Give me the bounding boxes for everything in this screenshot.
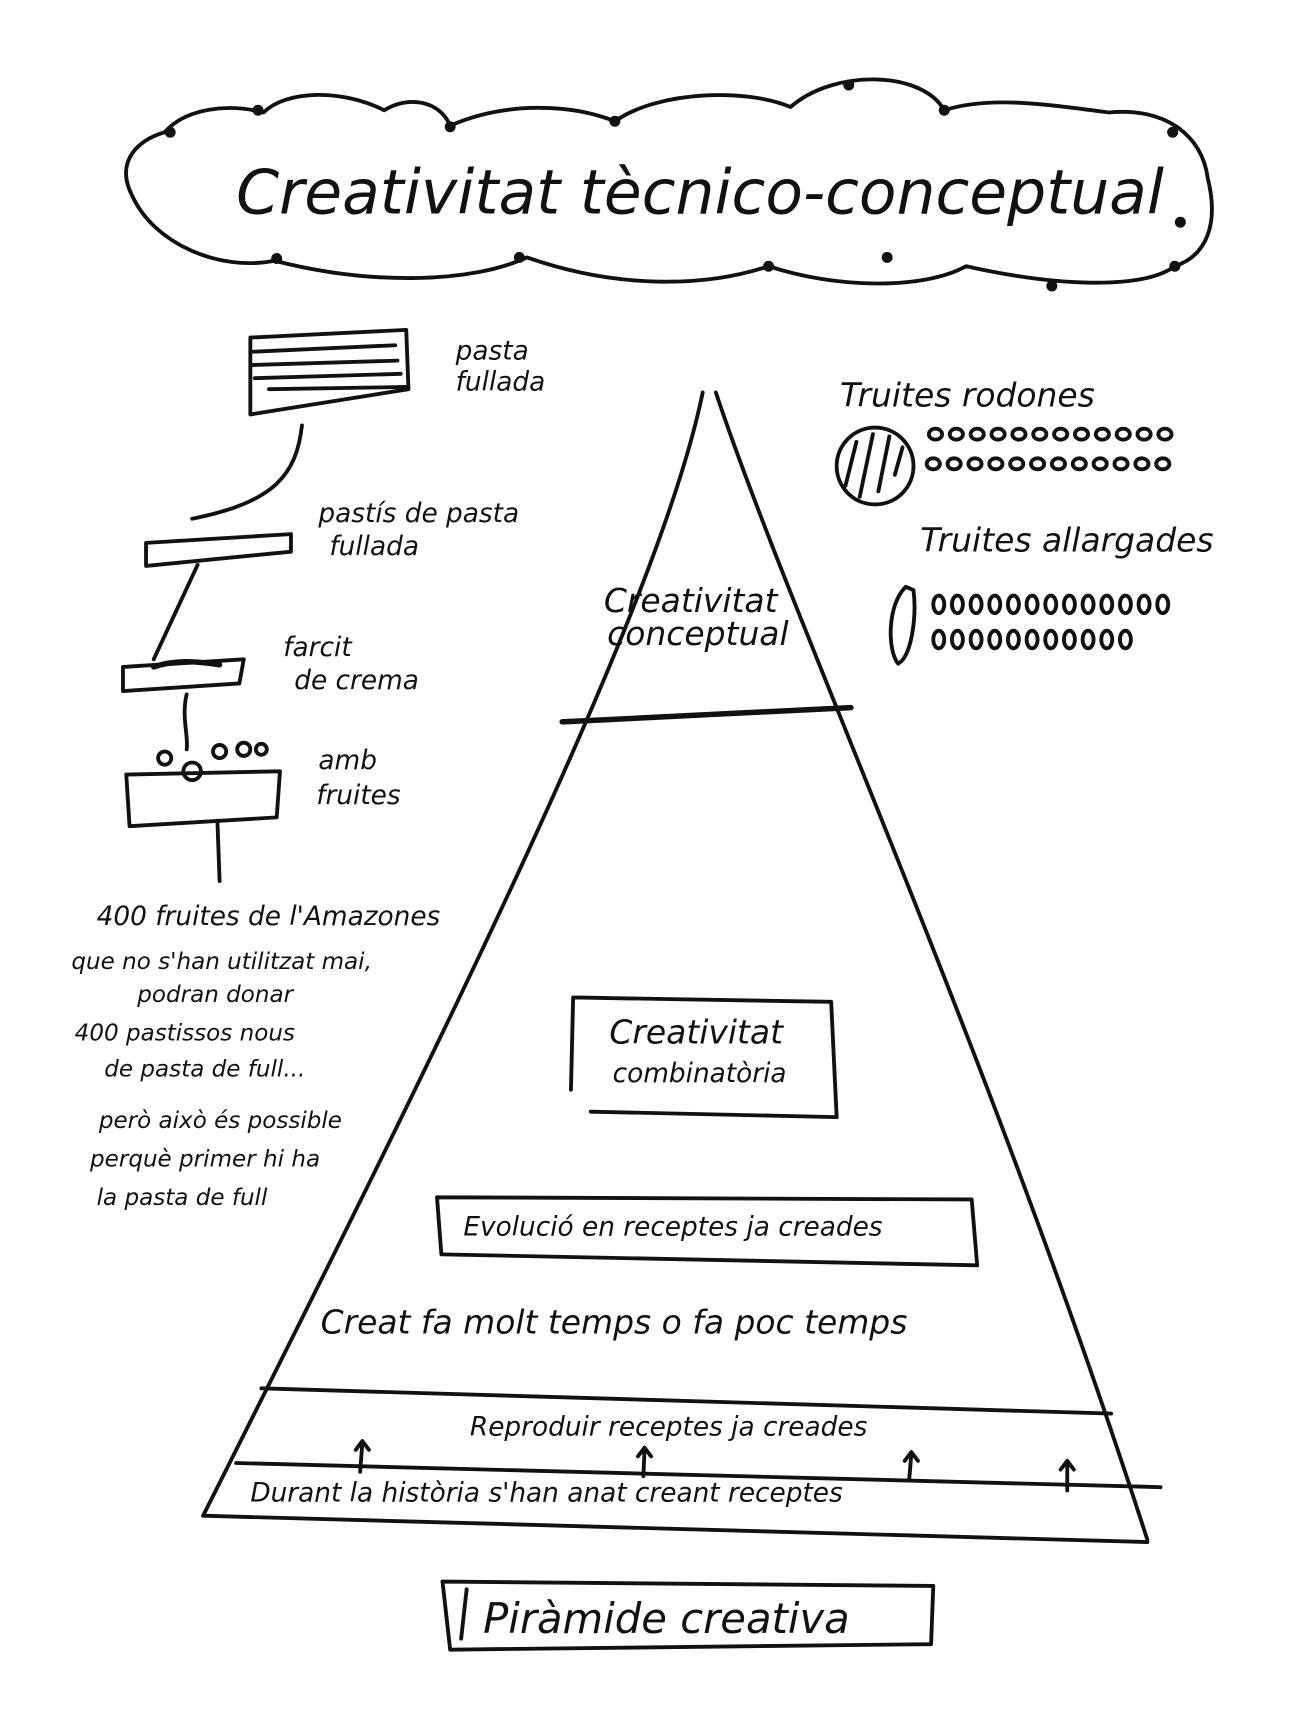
title-cloud: Creativitat tècnico-conceptual — [124, 77, 1214, 292]
note-line: però això és possible — [98, 1108, 342, 1134]
label-truites-allargades: Truites allargades — [920, 521, 1213, 560]
level-evolucio: Evolució en receptes ja creades — [463, 1213, 882, 1243]
caption-box: Piràmide creativa — [440, 1579, 936, 1652]
note-line: la pasta de full — [97, 1185, 268, 1211]
fruit-dot — [1080, 628, 1096, 651]
label-crema: de crema — [294, 666, 419, 696]
note-line: 400 pastissos nous — [75, 1020, 295, 1046]
fruit-dot — [1072, 426, 1091, 442]
fruit-dot — [924, 456, 942, 472]
fruit-dot — [1010, 426, 1028, 442]
fruit-dot — [1112, 456, 1130, 472]
page-title: Creativitat tècnico-conceptual — [236, 158, 1164, 229]
fruit-dot — [968, 426, 986, 442]
pyramid: Creativitat conceptual Creativitat combi… — [201, 390, 1163, 1544]
fruit-dot — [968, 628, 984, 651]
fruit-dot — [1099, 593, 1115, 616]
note-line: podran donar — [136, 982, 294, 1008]
left-chain: pasta fullada pastís de pasta fullada fa… — [121, 327, 546, 883]
fruit-dot — [1043, 628, 1059, 651]
note-line: de pasta de full... — [104, 1057, 305, 1083]
label-farcit: farcit — [283, 633, 353, 663]
fruit-dot — [945, 456, 963, 472]
fruit-dot — [1099, 628, 1115, 651]
fruit-dot — [1156, 426, 1174, 442]
fruit-dot — [950, 628, 965, 651]
label-fruites: fruites — [316, 781, 401, 811]
fruit-dot — [1133, 456, 1151, 472]
level-combinatoria-2: combinatòria — [613, 1059, 787, 1089]
long-fruit-dots — [931, 593, 1171, 651]
label-pasta: pasta — [455, 337, 529, 367]
fruit-dot — [1080, 593, 1096, 616]
fruit-dot — [1118, 628, 1133, 651]
note-line: que no s'han utilitzat mai, — [71, 949, 372, 975]
truites-section: Truites rodones Truites allargades — [834, 376, 1214, 666]
fruit-dot — [987, 456, 1005, 472]
fruit-dot — [1031, 426, 1049, 442]
fruit-dot — [1135, 426, 1153, 442]
level-reproduir: Reproduir receptes ja creades — [470, 1413, 868, 1443]
level-conceptual-1: Creativitat — [604, 581, 779, 620]
fruit-dot — [1043, 593, 1059, 616]
fruit-dot — [987, 593, 1003, 616]
fruit-dot — [931, 593, 947, 616]
fruit-dot — [1024, 593, 1040, 616]
caption: Piràmide creativa — [483, 1594, 850, 1643]
fruit-dot — [989, 426, 1007, 442]
fruit-dot — [1006, 628, 1021, 651]
label-truites-rodones: Truites rodones — [840, 376, 1095, 415]
fruit-dot — [1062, 628, 1077, 651]
fruit-dot — [1136, 593, 1152, 616]
fruit-dot — [931, 628, 947, 651]
fruit-dot — [1029, 456, 1047, 472]
up-arrows — [353, 1439, 1076, 1493]
level-base: Durant la història s'han anat creant rec… — [250, 1478, 843, 1508]
fruit-dot — [1091, 456, 1109, 472]
level-conceptual-2: conceptual — [607, 614, 788, 653]
fruit-dot — [1155, 593, 1171, 616]
label-fullada: fullada — [456, 367, 546, 397]
fruit-dot — [1070, 456, 1088, 472]
level-combinatoria-1: Creativitat — [609, 1013, 784, 1052]
label-fullada-2: fullada — [329, 532, 419, 562]
note-line: perquè primer hi ha — [89, 1147, 320, 1173]
fruit-dot — [1008, 456, 1026, 472]
fruit-dot — [1049, 456, 1067, 472]
label-amb: amb — [318, 746, 377, 776]
note-line: 400 fruites de l'Amazones — [97, 902, 441, 932]
fruit-dot — [950, 593, 965, 616]
fruit-dot — [1154, 456, 1172, 472]
fruit-dot — [926, 426, 944, 442]
note-text: 400 fruites de l'Amazones que no s'han u… — [71, 902, 440, 1211]
fruit-dot — [1093, 426, 1111, 442]
fruit-dot — [1118, 593, 1133, 616]
fruit-dot — [966, 456, 984, 472]
fruit-dot — [987, 628, 1003, 651]
round-fruit-dots — [924, 426, 1174, 472]
fruit-dot — [1114, 426, 1132, 442]
fruit-dot — [1006, 593, 1021, 616]
fruit-dot — [1052, 426, 1070, 442]
fruit-dot — [1024, 628, 1040, 651]
fruit-dot — [1062, 593, 1077, 616]
level-creat: Creat fa molt temps o fa poc temps — [321, 1302, 908, 1341]
label-pastis: pastís de pasta — [317, 499, 519, 529]
fruit-dot — [968, 593, 984, 616]
fruit-dot — [947, 426, 965, 442]
